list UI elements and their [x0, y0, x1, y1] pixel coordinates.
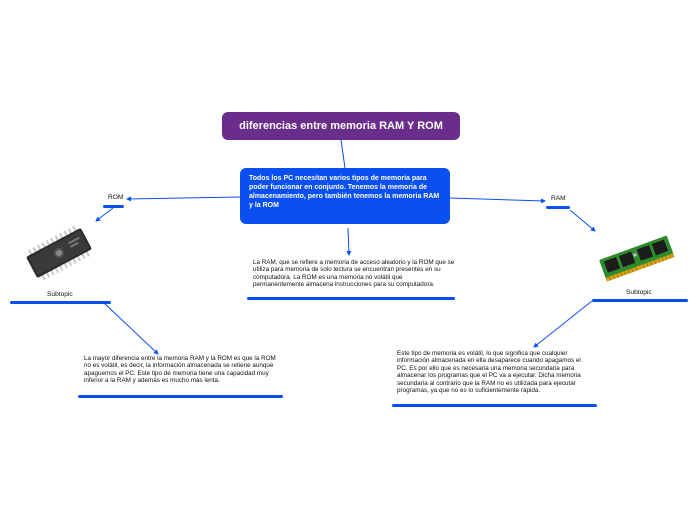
rom-subtopic-label[interactable]: Subtopic — [47, 291, 73, 298]
rom-label[interactable]: ROM — [108, 194, 124, 201]
center-topic[interactable]: Todos los PC necesitan varios tipos de m… — [240, 168, 450, 224]
rom-chip-image — [26, 225, 92, 281]
connector-ram-subtopic-to-note — [533, 300, 593, 348]
connector-rom-subtopic-to-note — [103, 302, 159, 355]
connector-main-to-center — [340, 139, 346, 169]
rom-note-underline — [78, 395, 283, 398]
ram-module-image — [599, 235, 675, 282]
rom-note-text: La mayor diferencia entre la memoria RAM… — [84, 355, 276, 385]
ram-label[interactable]: RAM — [551, 195, 566, 202]
connector-center-to-ram — [449, 197, 546, 204]
ram-subtopic-underline — [592, 299, 688, 302]
connector-rom-to-subtopic — [95, 207, 114, 222]
connector-center-to-note — [346, 227, 352, 256]
rom-underline — [103, 205, 124, 208]
ram-note[interactable]: Este tipo de memoria es volátil, lo que … — [397, 350, 593, 394]
connector-ram-to-subtopic — [569, 209, 596, 232]
ram-underline — [546, 206, 570, 209]
center-note-underline — [247, 297, 455, 300]
center-topic-text: Todos los PC necesitan varios tipos de m… — [249, 175, 440, 209]
rom-subtopic-underline — [10, 301, 111, 304]
main-topic-label: diferencias entre memoria RAM Y ROM — [239, 120, 443, 132]
main-topic[interactable]: diferencias entre memoria RAM Y ROM — [222, 112, 460, 140]
ram-subtopic-label[interactable]: Subtopic — [626, 289, 652, 296]
rom-note[interactable]: La mayor diferencia entre la memoria RAM… — [84, 355, 280, 385]
center-note[interactable]: La RAM, que se refiere a memoria de acce… — [253, 259, 455, 289]
connector-center-to-rom — [126, 196, 241, 202]
ram-note-text: Este tipo de memoria es volátil, lo que … — [397, 350, 581, 395]
center-note-text: La RAM, que se refiere a memoria de acce… — [253, 259, 455, 289]
ram-note-underline — [392, 404, 597, 407]
